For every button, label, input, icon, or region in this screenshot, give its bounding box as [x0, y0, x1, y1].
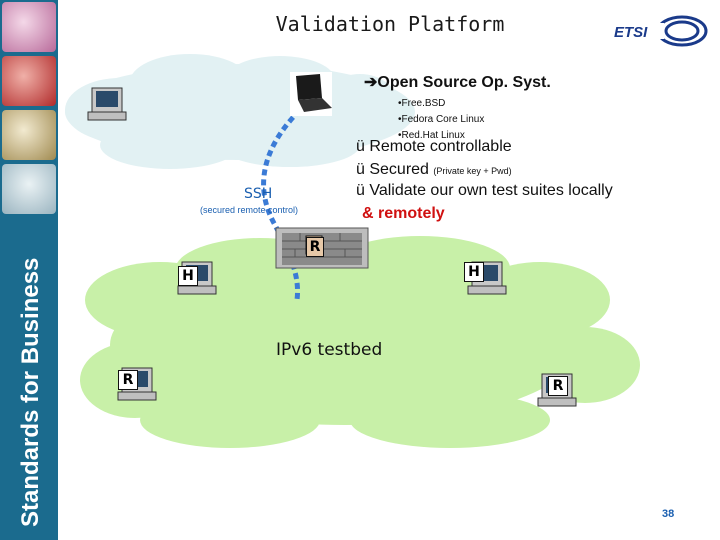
laptop-icon: [290, 72, 332, 116]
router-label-left: R: [118, 370, 138, 390]
sidebar: Standards for Business: [0, 0, 58, 540]
router-label-right: R: [548, 376, 568, 396]
host-label-right: H: [464, 262, 484, 282]
arrow-icon: ➔: [364, 74, 378, 91]
remotely-label: & remotely: [362, 205, 445, 222]
os-item: •Fedora Core Linux: [398, 114, 485, 125]
ssh-sublabel: (secured remote control): [200, 205, 299, 215]
os-header: ➔Open Source Op. Syst.: [364, 74, 551, 91]
host-label-left: H: [178, 266, 198, 286]
os-item: •Free.BSD: [398, 98, 446, 109]
feature-remote-controllable: ü Remote controllable: [356, 138, 512, 155]
os-item: •Red.Hat Linux: [398, 130, 465, 141]
pc-icon-top-left: [87, 87, 127, 121]
globe-image-1: [2, 2, 56, 52]
svg-text:ETSI: ETSI: [614, 24, 648, 41]
ssh-connection: [261, 108, 302, 301]
svg-text:Standards for Business: Standards for Business: [17, 258, 44, 527]
os-list: •Free.BSD •Fedora Core Linux •Red.Hat Li…: [398, 96, 484, 144]
etsi-logo: ETSI: [612, 15, 708, 47]
globe-image-4: [2, 164, 56, 214]
globe-image-2: [2, 56, 56, 106]
testbed-label: IPv6 testbed: [276, 340, 383, 360]
page-title: Validation Platform: [275, 12, 505, 36]
router-label-top: R: [306, 237, 324, 257]
secured-note: (Private key + Pwd): [433, 166, 512, 176]
ssh-label: SSH: [244, 186, 273, 202]
feature-validate: ü Validate our own test suites locally: [356, 182, 613, 199]
page-number: 38: [662, 508, 675, 520]
feature-secured: ü Secured (Private key + Pwd): [356, 161, 512, 178]
globe-image-3: [2, 110, 56, 160]
testbed-cloud: [80, 236, 640, 448]
sidebar-text: Standards for Business: [17, 258, 44, 527]
